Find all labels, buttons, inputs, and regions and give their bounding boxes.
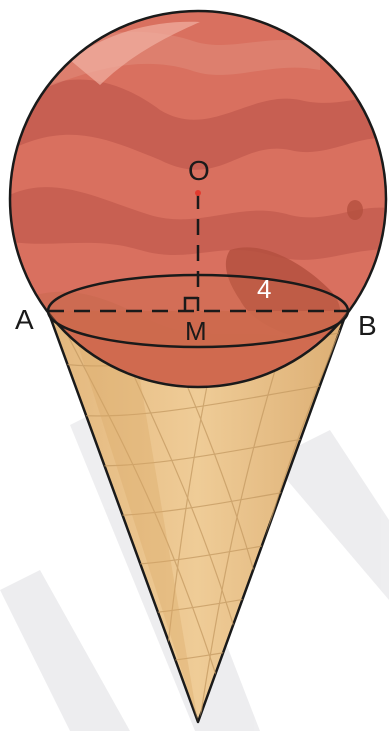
radius-label-4: 4 [257, 274, 271, 304]
label-O: O [188, 155, 210, 186]
right-angle-marker [183, 296, 198, 311]
label-A: A [15, 304, 34, 335]
diagram-labels: O A B M 4 [15, 155, 377, 346]
construction-lines [48, 190, 347, 313]
label-M: M [185, 316, 207, 346]
label-B: B [358, 310, 377, 341]
center-point-O [195, 190, 201, 196]
